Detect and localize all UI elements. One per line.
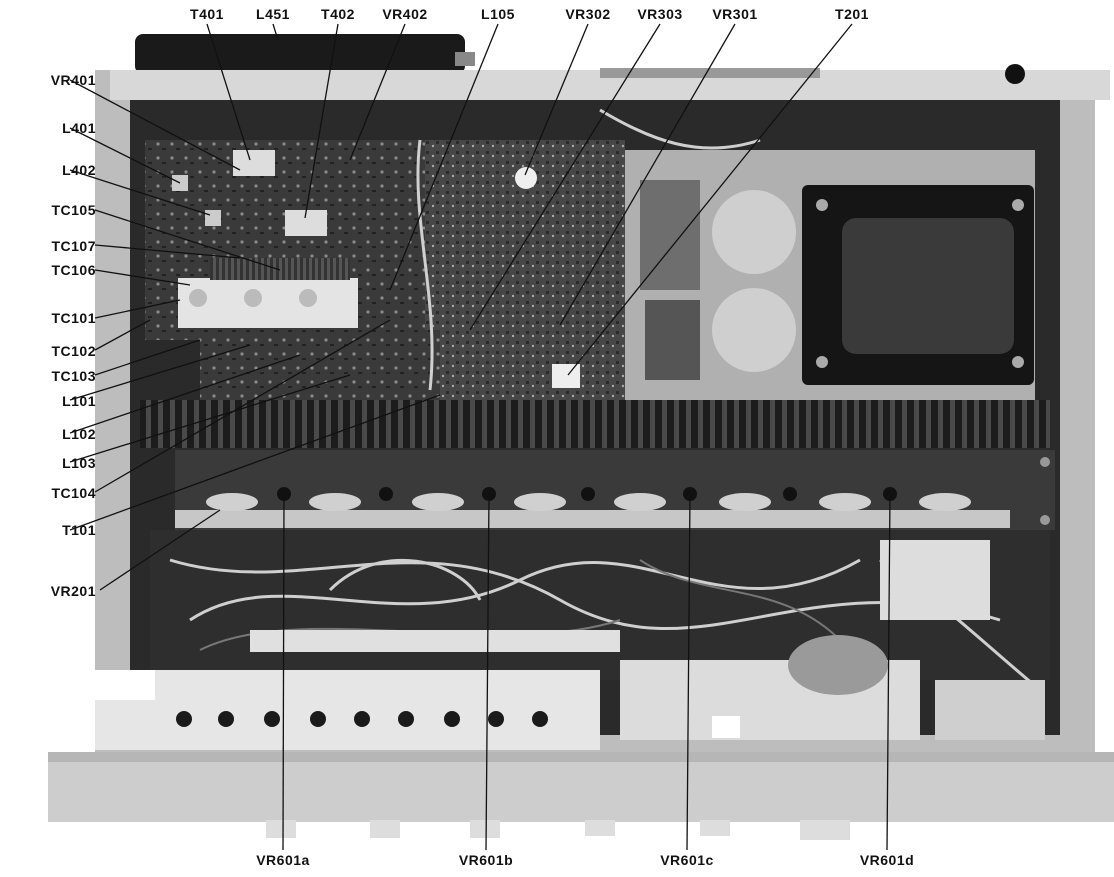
callout-label-vr201: VR201 [50, 583, 96, 599]
callout-label-vr601a: VR601a [256, 852, 310, 868]
filter-cap-2 [712, 288, 796, 372]
callout-label-l103: L103 [62, 455, 96, 471]
callout-label-l401: L401 [62, 120, 96, 136]
callout-label-vr601d: VR601d [859, 852, 915, 868]
callout-label-tc102: TC102 [51, 343, 96, 359]
callout-label-t402: T402 [321, 6, 355, 22]
callout-label-tc106: TC106 [51, 262, 96, 278]
callout-label-vr301: VR301 [712, 6, 758, 22]
callout-label-tc105: TC105 [51, 202, 96, 218]
callout-label-l102: L102 [62, 426, 96, 442]
callout-label-t401: T401 [190, 6, 224, 22]
callout-label-vr601c: VR601c [660, 852, 714, 868]
callout-label-tc107: TC107 [51, 238, 96, 254]
ferrite-antenna [135, 34, 465, 74]
callout-label-l105: L105 [481, 6, 515, 22]
callout-label-vr302: VR302 [565, 6, 611, 22]
dial-motor [788, 635, 888, 695]
callout-label-t201: T201 [835, 6, 869, 22]
callout-label-vr601b: VR601b [458, 852, 514, 868]
heatsink [140, 400, 1050, 448]
front-bracket [95, 670, 600, 750]
callout-label-vr401: VR401 [50, 72, 96, 88]
callout-label-l101: L101 [62, 393, 96, 409]
front-panel [48, 752, 1114, 822]
callout-label-t101: T101 [62, 522, 96, 538]
filter-cap-1 [712, 190, 796, 274]
callout-label-l451: L451 [256, 6, 290, 22]
callout-label-tc103: TC103 [51, 368, 96, 384]
callout-label-vr303: VR303 [637, 6, 683, 22]
callout-label-tc104: TC104 [51, 485, 96, 501]
variable-capacitor [178, 278, 358, 328]
callout-label-tc101: TC101 [51, 310, 96, 326]
callout-label-vr402: VR402 [382, 6, 428, 22]
callout-label-l402: L402 [62, 162, 96, 178]
